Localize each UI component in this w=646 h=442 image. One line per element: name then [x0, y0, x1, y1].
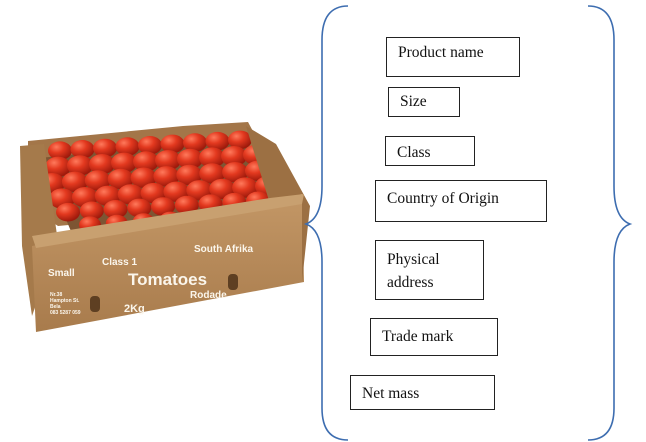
tomato [183, 133, 207, 152]
tomato [79, 201, 104, 221]
tomato [177, 148, 203, 170]
tomato [138, 136, 162, 155]
label-trade-mark: Trade mark [370, 318, 498, 356]
tomato [56, 202, 80, 222]
tomato [45, 156, 71, 177]
brace-left [303, 5, 349, 441]
tomato [160, 134, 185, 154]
box-handle-right [228, 274, 238, 290]
label-class: Class [385, 136, 475, 166]
label-size: Size [388, 87, 460, 117]
tomato [228, 130, 252, 150]
box-text-origin: South Afrika [194, 244, 254, 255]
tomato [199, 147, 225, 168]
tomato [153, 166, 180, 187]
tomato [93, 138, 117, 158]
tomato [155, 150, 181, 171]
tomato [115, 137, 140, 156]
tomatoes [39, 130, 281, 234]
tomato [61, 171, 88, 192]
tomato [232, 177, 259, 198]
tomato [133, 151, 159, 172]
tomato [151, 197, 175, 216]
box-right-wall [246, 126, 310, 282]
tomato [205, 131, 230, 151]
tomato [127, 198, 152, 218]
tomato [176, 164, 203, 186]
tomato [70, 140, 95, 159]
box-text-class: Class 1 [102, 257, 137, 268]
tomato [67, 155, 93, 176]
tomato [103, 200, 128, 219]
tomato [222, 162, 249, 183]
box-text-brand: Rodade [190, 290, 227, 301]
box-text-product: Tomatoes [128, 270, 207, 289]
box-text-address-2: Hampton St. [50, 298, 80, 304]
label-country-of-origin: Country of Origin [375, 180, 547, 222]
tomato [199, 163, 226, 184]
tomato [221, 146, 247, 167]
tomato [84, 170, 111, 191]
tomato [174, 195, 199, 215]
label-physical-address: Physical address [375, 240, 484, 300]
tomato [89, 154, 115, 175]
brace-right [587, 5, 633, 441]
tomato [130, 167, 157, 188]
box-handle-left [90, 296, 100, 312]
box-rim [32, 194, 304, 248]
box-left-wall [20, 144, 58, 316]
tomato [111, 152, 137, 173]
label-net-mass: Net mass [350, 375, 495, 410]
label-product-name: Product name [386, 37, 520, 77]
box-front [32, 194, 304, 332]
box-text-small: Small [48, 268, 75, 279]
tomato-box-photo: Small Class 1 South Afrika Tomatoes Roda… [20, 122, 310, 332]
box-text-address-3: Bela [50, 304, 61, 310]
curly-brace [303, 5, 633, 441]
tomato [107, 168, 134, 190]
box-text-address-1: Nr.38 [50, 292, 62, 298]
box-text-weight: 2Kg [124, 303, 145, 315]
tomato [48, 141, 72, 160]
box-text-address-4: 083 5287 059 [50, 310, 81, 316]
